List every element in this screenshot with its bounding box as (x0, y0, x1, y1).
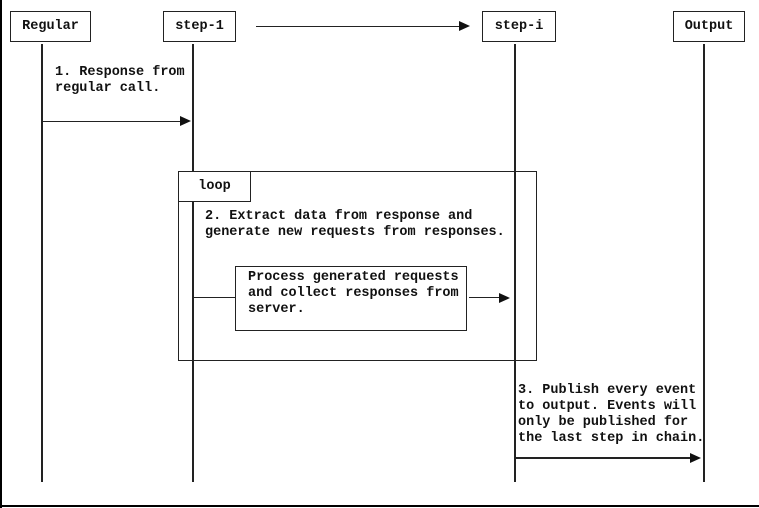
arrow-step1-to-stepi-shaft (256, 25, 460, 27)
process-box-left-connector (194, 296, 235, 299)
loop-fragment-label: loop (178, 171, 251, 202)
message-3-arrow-shaft (516, 457, 690, 459)
process-box-arrow-shaft (468, 296, 500, 299)
lifeline-output (703, 44, 705, 482)
participant-label-output: Output (684, 19, 734, 34)
loop-fragment-box (178, 171, 537, 361)
participant-box-step-1: step-1 (163, 11, 236, 42)
message-1-text: 1. Response from regular call. (55, 65, 185, 96)
participant-box-regular: Regular (10, 11, 91, 42)
message-3-text: 3. Publish every event to output. Events… (518, 383, 705, 446)
lifeline-regular (41, 44, 43, 482)
participant-label-step-i: step-i (494, 19, 544, 34)
lifeline-step-i (514, 44, 516, 482)
arrowhead-icon (180, 116, 191, 127)
window-bottom-border (0, 505, 759, 507)
message-1-arrow-shaft (43, 120, 180, 122)
window-left-border (0, 0, 2, 508)
process-box: Process generated requests and collect r… (235, 266, 467, 331)
arrowhead-icon (499, 292, 510, 303)
arrowhead-icon (690, 452, 701, 463)
process-box-text: Process generated requests and collect r… (248, 270, 459, 317)
arrowhead-icon (459, 21, 470, 32)
lifeline-step-1 (192, 44, 194, 482)
participant-box-step-i: step-i (482, 11, 556, 42)
participant-box-output: Output (673, 11, 745, 42)
message-2-text: 2. Extract data from response and genera… (205, 209, 505, 240)
participant-label-step-1: step-1 (175, 19, 224, 34)
loop-label-text: loop (198, 179, 231, 194)
participant-label-regular: Regular (22, 19, 79, 34)
